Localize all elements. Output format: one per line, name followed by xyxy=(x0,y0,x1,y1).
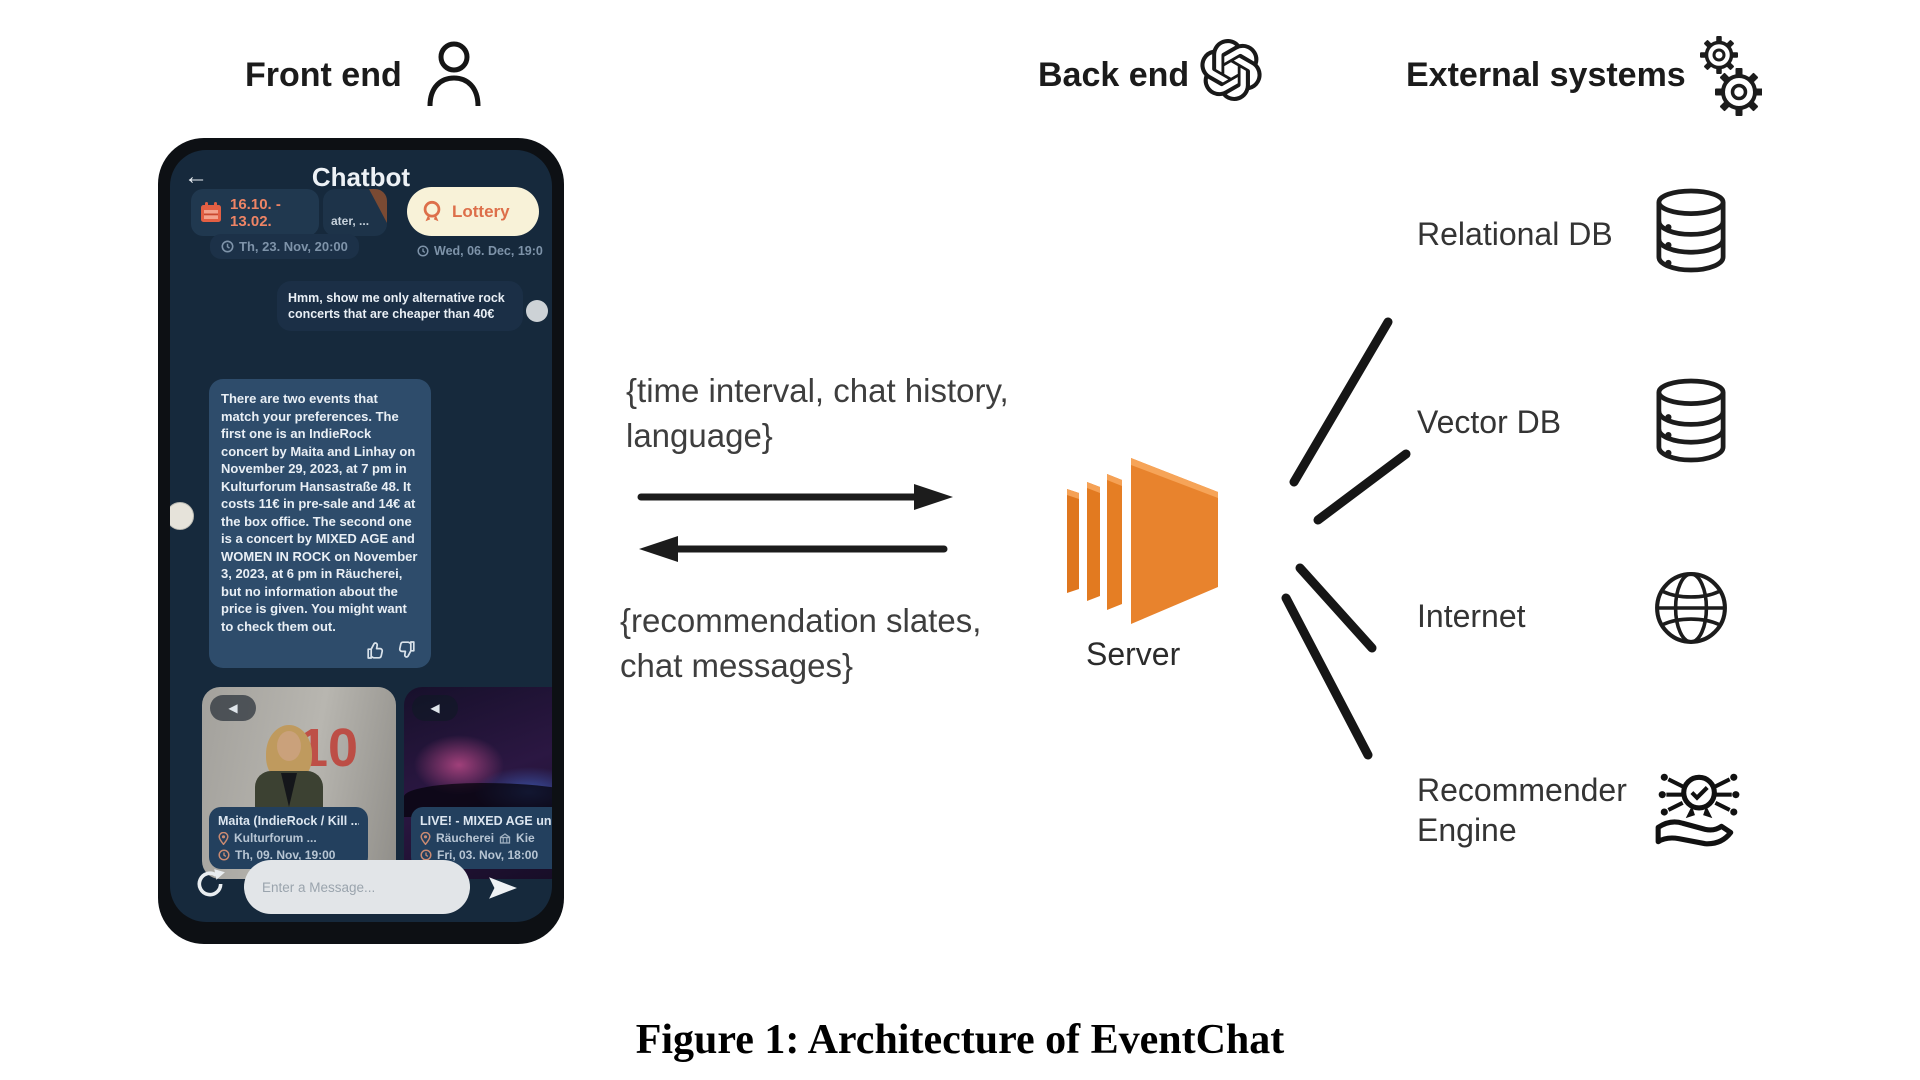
request-arrowhead xyxy=(914,484,953,510)
database-icon xyxy=(1656,188,1726,273)
response-payload-label: {recommendation slates, chat messages} xyxy=(620,602,982,684)
clock-icon xyxy=(218,849,230,861)
peek-event-card[interactable]: ater, ... xyxy=(323,189,387,236)
server-icon xyxy=(1067,458,1218,624)
front-end-label: Front end xyxy=(245,56,402,94)
chatbot-title: Chatbot xyxy=(311,162,411,192)
recommender-engine-icon xyxy=(1655,773,1740,847)
lottery-label: Lottery xyxy=(452,201,510,221)
server-link-internet xyxy=(1295,563,1377,653)
event-card-mixed-age[interactable]: ◀ LIVE! - MIXED AGE un Räucherei xyxy=(404,687,552,879)
peek-card-text: ater, ... xyxy=(331,214,370,228)
date-range-chip[interactable]: 16.10. - 13.02. xyxy=(191,189,319,236)
message-input[interactable] xyxy=(244,860,470,914)
external-item-relational-db: Relational DB xyxy=(1417,216,1613,252)
user-message-bubble: Hmm, show me only alternative rock conce… xyxy=(277,281,523,331)
medal-icon xyxy=(423,200,441,221)
event-title: LIVE! - MIXED AGE un xyxy=(420,814,552,828)
bot-message-text: There are two events that match your pre… xyxy=(221,391,418,634)
thumbs-down-icon[interactable] xyxy=(397,640,417,660)
clock-icon xyxy=(420,849,432,861)
chatbot-screen: ← Chatbot 16.10. - 13.02. ater, ... Th, … xyxy=(170,150,552,922)
user-person-icon xyxy=(427,41,481,107)
clock-icon xyxy=(221,240,234,253)
external-item-internet: Internet xyxy=(1417,598,1526,634)
venue-building-icon xyxy=(499,832,511,844)
request-payload-label: {time interval, chat history, language} xyxy=(626,372,1009,454)
back-end-label: Back end xyxy=(1038,56,1190,94)
response-arrowhead xyxy=(639,536,678,562)
database-icon xyxy=(1656,378,1726,463)
peek-card-time: Th, 23. Nov, 20:00 xyxy=(210,234,359,259)
thumbs-up-icon[interactable] xyxy=(365,640,385,660)
user-avatar xyxy=(526,300,548,322)
share-button[interactable]: ◀ xyxy=(412,695,458,721)
event-time: Th, 09. Nov, 19:00 xyxy=(218,848,359,862)
lottery-chip[interactable]: Lottery xyxy=(407,187,539,236)
external-systems-label: External systems xyxy=(1406,56,1686,94)
calendar-icon xyxy=(201,202,221,222)
event-title: Maita (IndieRock / Kill ... xyxy=(218,814,359,828)
event-location: Kulturforum ... xyxy=(218,831,359,845)
peek-photo-corner xyxy=(369,189,387,223)
share-icon: ◀ xyxy=(228,701,238,715)
server-link-relational-db xyxy=(1289,317,1393,487)
share-icon: ◀ xyxy=(430,701,440,715)
event-time: Fri, 03. Nov, 18:00 xyxy=(420,848,552,862)
external-item-vector-db: Vector DB xyxy=(1417,404,1562,440)
lottery-event-time: Wed, 06. Dec, 19:0 xyxy=(417,244,543,258)
refresh-button[interactable] xyxy=(194,868,226,900)
card-overlay: Maita (IndieRock / Kill ... Kulturforum … xyxy=(209,807,368,869)
share-button[interactable]: ◀ xyxy=(210,695,256,721)
message-input-pill xyxy=(244,860,470,914)
clock-icon xyxy=(417,245,429,257)
figure-caption: Figure 1: Architecture of EventChat xyxy=(635,1017,1285,1063)
send-button[interactable] xyxy=(488,876,518,900)
date-range-text: 16.10. - 13.02. xyxy=(230,195,281,230)
external-item-recommender-engine: Recommender Engine xyxy=(1417,772,1627,848)
bot-message-bubble: There are two events that match your pre… xyxy=(209,379,431,668)
gears-icon xyxy=(1700,36,1762,116)
card-overlay: LIVE! - MIXED AGE un Räucherei Kie xyxy=(411,807,552,869)
server-link-recommender xyxy=(1281,593,1373,760)
bot-avatar xyxy=(170,502,194,530)
back-button[interactable]: ← xyxy=(184,163,208,190)
pin-icon xyxy=(218,831,229,845)
server-label: Server xyxy=(1086,636,1181,672)
globe-icon xyxy=(1655,572,1727,644)
event-card-maita[interactable]: 10 ◀ Maita (IndieRock / Kill ... Kulturf… xyxy=(202,687,396,879)
pin-icon xyxy=(420,831,431,845)
openai-logo-icon xyxy=(1200,39,1262,102)
person-face xyxy=(277,731,301,761)
phone-mockup: ← Chatbot 16.10. - 13.02. ater, ... Th, … xyxy=(158,138,564,944)
event-location: Räucherei Kie xyxy=(420,831,552,845)
server-link-vector-db xyxy=(1313,449,1411,525)
